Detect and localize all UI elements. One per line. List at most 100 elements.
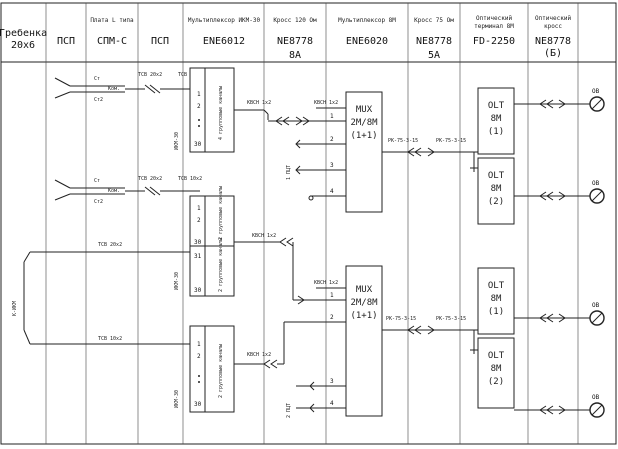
header-col10-line2: кросс [544,23,562,30]
mux1-port4: 4 [330,188,334,195]
label-kom-b: Ком. [108,188,120,194]
switch-group-1: Ст Ст2 Ком. ТСВ 20х2 ТСВ 10х2 [54,72,202,103]
olt1-line2: 8M [491,114,502,124]
vert-2pt: 2 ПЦТ [286,403,292,418]
mux2-port1: 1 [330,292,334,299]
olt1-line1: OLT [488,101,505,111]
long-cable-row-a: ТСВ 20х2 КВСН 1х2 [30,233,346,305]
ob-label-2: ОВ [592,180,600,187]
ikm-block-3: 1 2 30 2 групповые каналы ИКМ-30 КВСН 1х… [174,321,310,413]
switch-group-2: Ст Ст2 Ком. ТСВ 20х2 ТСВ 10х2 [54,176,202,205]
left-vertical-label: К-ИКМ [12,301,18,316]
ob-link-2: ОВ [514,180,605,204]
header-col4: ПСП [151,36,169,47]
header-col9-line3: FD-2250 [473,36,515,47]
ikm3-ch1: 1 [197,341,201,348]
ikm2-ch30b: 30 [194,287,202,294]
cable-label-kbch-3: КВСН 1х2 [247,352,271,358]
ikm-block-1: 1 2 30 4 групповые каналы ИКМ-30 [174,67,235,153]
header-col10-line4: (Б) [544,48,562,59]
ikm1-ch30: 30 [194,141,202,148]
ob-link-3: ОВ [514,302,605,326]
header-row: Гребенка 20x6 ПСП Плата L типа СПМ-С ПСП… [0,15,571,61]
mux1-port1: 1 [330,113,334,120]
cable-label-rk-1: РК-75-3-15 [388,138,418,144]
olt2-line2: 8M [491,184,502,194]
header-col3-line1: Плата L типа [90,17,134,24]
mux2-port4: 4 [330,400,334,407]
ikm3-ch2: 2 [197,353,201,360]
label-st2: Ст2 [94,97,103,103]
mux2-port2: 2 [330,314,334,321]
left-bracket: К-ИКМ [12,251,31,345]
header-col3-line2: СПМ-С [97,36,127,47]
ikm3-ch30: 30 [194,401,202,408]
header-col6-line2: NE8778 [277,36,313,47]
ikm2-ch30: 30 [194,239,202,246]
olt4-line1: OLT [488,351,505,361]
header-col10-line1: Оптический [535,15,572,22]
header-col1-line2: 20x6 [11,40,35,51]
mux1-port3: 3 [330,162,334,169]
long-cable-row-b: ТСВ 10х2 [30,336,190,345]
cable-label-rk-2: РК-75-3-15 [436,138,466,144]
ikm2-groups-label-b: 2 групповые каналы [218,238,224,292]
ob-label-4: ОВ [592,394,600,401]
header-col1-line1: Гребенка [0,27,47,39]
mux1-port2: 2 [330,136,334,143]
cable-label-tcb20-1: ТСВ 20х2 [138,72,162,78]
cable-label-kbch-1b: КВСН 1х2 [314,100,338,106]
column-separators [45,3,579,444]
header-col8-line2: NE8778 [416,36,452,47]
olt4-line3: (2) [488,377,504,387]
header-col7-line2: ENE6020 [346,36,388,47]
ikm3-vertical-label: ИКМ-30 [174,390,180,408]
cable-label-tcb20-2: ТСВ 20х2 [138,176,162,182]
header-col6-line1: Кросс 120 Ом [273,17,317,24]
ikm1-groups-label: 4 групповые каналы [218,86,224,140]
cable-label-kbch-2b: КВСН 1х2 [314,280,338,286]
mux2-line3: (1+1) [350,311,377,321]
cable-label-kbch-2: КВСН 1х2 [252,233,276,239]
cable-label-rk-3: РК-75-3-15 [386,316,416,322]
cable-label-tcb10-3: ТСВ 10х2 [98,336,122,342]
ob-link-1: ОВ [514,88,605,112]
header-col9-line2: терминал 8М [474,23,514,30]
ob-label-3: ОВ [592,302,600,309]
ikm2-vertical-label: ИКМ-30 [174,272,180,290]
label-st1-b: Ст [94,178,100,184]
olt3-line2: 8M [491,294,502,304]
mux-2: MUX 2М/8М (1+1) КВСН 1х2 1 2 3 4 2 ПЦТ [286,265,383,418]
ikm1-vertical-label: ИКМ-30 [174,132,180,150]
cable-label-tcb10-2: ТСВ 10х2 [178,176,202,182]
ikm2-ch31: 31 [194,253,202,260]
link-mux1-olt: РК-75-3-15 РК-75-3-15 [382,138,478,157]
ob-label-1: ОВ [592,88,600,95]
label-st2-b: Ст2 [94,199,103,205]
ikm2-groups-label: 2 групповые каналы [218,186,224,240]
mux2-port3: 3 [330,378,334,385]
ikm2-ch2: 2 [197,217,201,224]
header-col5-line2: ENE6012 [203,36,245,47]
olt2-line3: (2) [488,197,504,207]
olt4-line2: 8M [491,364,502,374]
mux1-line1: MUX [356,105,373,115]
olt3-line1: OLT [488,281,505,291]
mux1-line2: 2М/8М [350,118,378,128]
header-col10-line3: NE8778 [535,36,571,47]
cable-label-kbch-1: КВСН 1х2 [247,100,271,106]
cable-label-tcb20-3: ТСВ 20х2 [98,242,122,248]
header-col8-line1: Кросс 75 Ом [414,17,454,24]
olt-pair-1: OLT 8M (1) OLT 8M (2) [470,87,515,225]
header-col7-line1: Мультиплексор 8М [338,17,396,24]
header-col9-line1: Оптический [476,15,513,22]
header-col5-line1: Мультиплексор ИКМ-30 [188,17,261,24]
olt-pair-2: OLT 8M (1) OLT 8M (2) [470,267,515,409]
ikm-block-2: 1 2 30 31 30 2 групповые каналы 2 группо… [174,186,235,297]
cable-label-rk-4: РК-75-3-15 [436,316,466,322]
olt1-line3: (1) [488,127,504,137]
mux-1: MUX 2М/8М (1+1) КВСН 1х2 1 2 3 4 1 ПЦТ [286,91,383,213]
mux1-line3: (1+1) [350,131,377,141]
header-col6-line3: 8А [289,50,301,61]
